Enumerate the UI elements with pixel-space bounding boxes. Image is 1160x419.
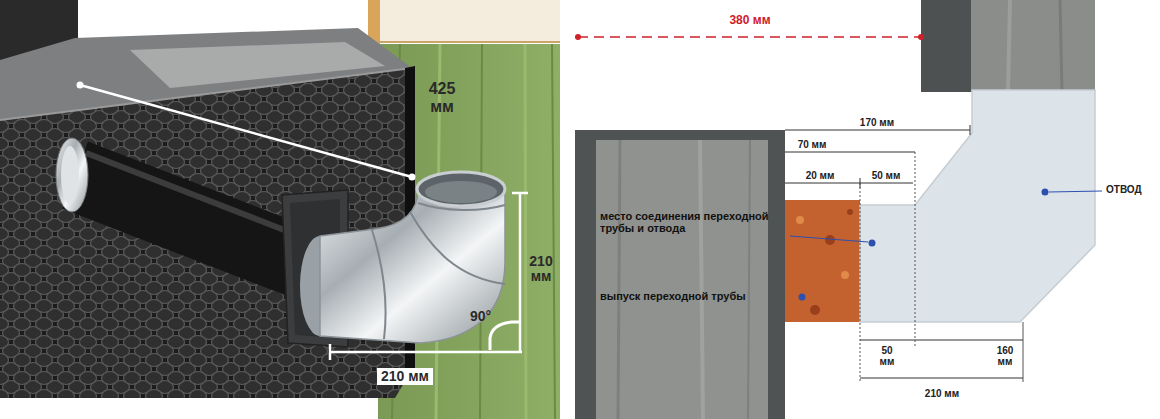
floor-plank [552, 44, 555, 419]
leader-line [790, 236, 868, 242]
extension-line [915, 152, 916, 346]
beam-edge [372, 41, 560, 43]
chimney-block [921, 0, 971, 92]
elbow-section [860, 90, 1095, 322]
rust-texture [847, 209, 853, 215]
leader-line [1049, 191, 1102, 192]
block-texture [1060, 0, 1062, 92]
dimension-line [860, 378, 1023, 379]
dimension-line [860, 340, 1023, 341]
dimension-dot [918, 34, 924, 40]
elbow-seam [410, 212, 505, 284]
dimension-dot [409, 174, 416, 181]
dimension-label: 210 мм [925, 388, 959, 399]
dimension-line [80, 85, 412, 177]
block-texture [1008, 0, 1010, 92]
wall-texture [748, 140, 750, 419]
wood-beam [372, 0, 560, 42]
callout-dot [1042, 189, 1049, 196]
box-edge [0, 68, 412, 120]
dimension-label: 210 мм [377, 368, 433, 385]
rust-texture [796, 216, 804, 224]
dimension-tick [512, 192, 528, 195]
transition-pipe [785, 200, 860, 322]
angle-mark [490, 322, 520, 350]
rust-texture [841, 271, 849, 279]
extension-line [860, 183, 861, 382]
wall-texture [618, 140, 620, 419]
rust-texture [810, 305, 820, 315]
pipe-end-inner [61, 146, 79, 204]
chimney-block-face [971, 0, 1095, 92]
floor-plank [525, 44, 526, 419]
pipe-end [56, 138, 88, 212]
angle-label: 90° [470, 309, 491, 324]
red-dimension-line [578, 36, 921, 38]
callout-dot [869, 240, 876, 247]
elbow-opening-inner [425, 181, 497, 203]
dimension-line [785, 183, 913, 184]
wall-texture [700, 140, 703, 419]
pipe-highlight [86, 153, 310, 240]
dimension-label: 20 мм [806, 170, 835, 181]
dimension-label: 425 мм [429, 80, 456, 115]
stove-wall [575, 130, 785, 419]
black-pipe [75, 175, 302, 263]
stove-wall-face [596, 140, 768, 419]
dimension-label: 50 мм [872, 170, 901, 181]
dimension-label: 50 мм [880, 345, 895, 367]
dimension-tick [970, 125, 971, 135]
dimension-label: 210 мм [529, 254, 552, 285]
dimension-label: 380 мм [729, 14, 770, 27]
dimension-dot [575, 34, 581, 40]
dimension-label: 160 мм [997, 345, 1014, 367]
callout-label: место соединения переходной трубы и отво… [600, 210, 775, 234]
dimension-line [330, 351, 522, 354]
dimension-line [519, 193, 522, 352]
elbow-opening [417, 172, 505, 206]
callout-dot [799, 294, 806, 301]
elbow [320, 190, 505, 343]
dimension-label: 170 мм [860, 117, 894, 128]
elbow-seam [372, 230, 386, 339]
dimension-line [785, 152, 915, 153]
callout-label: выпуск переходной трубы [600, 290, 775, 302]
dimension-line [785, 130, 970, 131]
callout-label: ОТВОД [1106, 184, 1142, 195]
dimension-dot [77, 82, 84, 89]
extension-line [1023, 322, 1024, 382]
dimension-tick [329, 344, 332, 360]
dimension-label: 70 мм [798, 139, 827, 150]
rust-texture [825, 235, 835, 245]
